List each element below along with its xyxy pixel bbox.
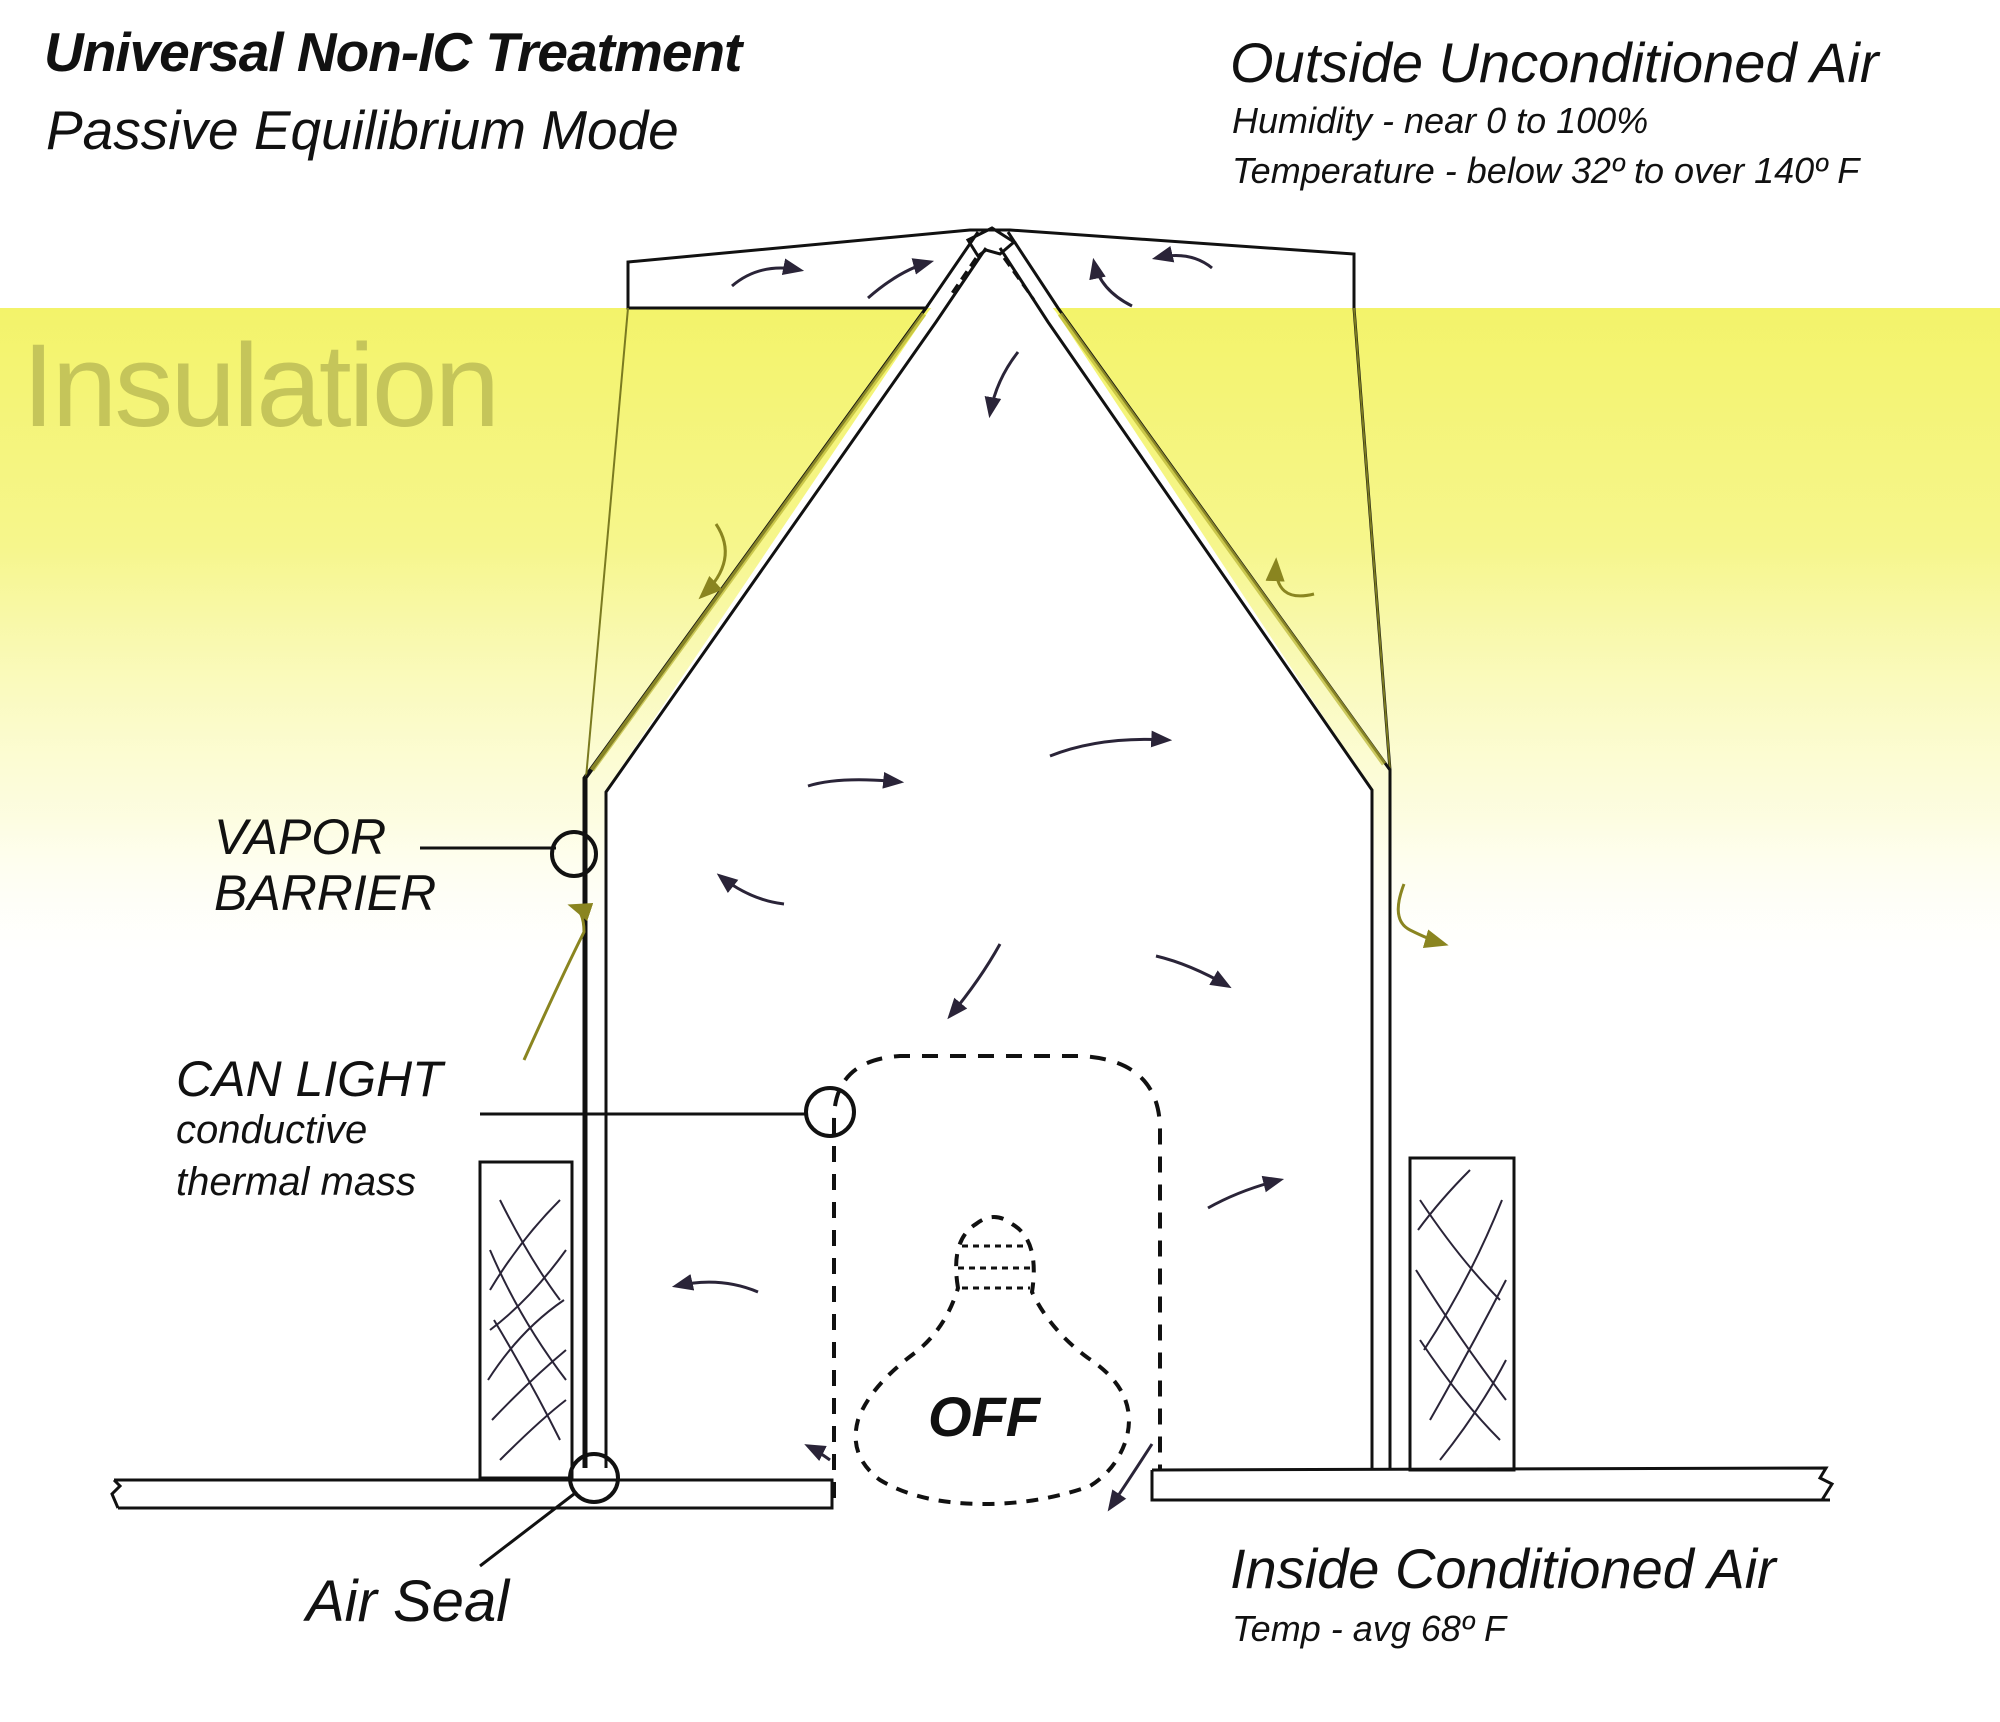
diagram-subtitle: Passive Equilibrium Mode — [46, 99, 679, 161]
vapor-barrier-label-line2: BARRIER — [214, 865, 437, 921]
insulation-label: Insulation — [22, 320, 500, 452]
airflow-arrow — [947, 943, 1002, 1020]
vapor-barrier-label: VAPOR — [214, 809, 387, 865]
ceiling-right — [1150, 1466, 1835, 1502]
airflow-arrow — [1207, 1175, 1285, 1210]
ceiling-left — [114, 1478, 834, 1510]
air-seal-leader — [479, 1492, 575, 1568]
vapor-barrier-marker — [550, 830, 598, 878]
airflow-arrow — [1151, 245, 1213, 270]
can-light-marker — [804, 1086, 856, 1138]
joist-right — [1408, 1156, 1516, 1472]
airflow-arrow — [804, 1444, 831, 1462]
airflow-arrow — [984, 351, 1020, 419]
airflow-arrow — [1107, 1443, 1154, 1512]
airflow-arrow — [867, 258, 935, 300]
airflow-arrow — [716, 873, 785, 906]
airflow-arrow — [731, 258, 805, 288]
airflow-arrow — [522, 902, 594, 1061]
inside-air-title: Inside Conditioned Air — [1230, 1537, 1776, 1600]
airflow-arrow — [671, 1274, 759, 1294]
air-seal-marker — [568, 1452, 620, 1504]
airflow-arrow — [1265, 557, 1315, 598]
airflow-arrow — [1396, 883, 1449, 948]
can-light-sublabel-line2: thermal mass — [176, 1160, 417, 1204]
outside-air-title: Outside Unconditioned Air — [1230, 31, 1879, 94]
joist-left — [478, 1160, 574, 1480]
inside-temperature: Temp - avg 68º F — [1232, 1608, 1506, 1649]
airflow-arrow — [698, 523, 727, 600]
can-light-label: CAN LIGHT — [176, 1051, 443, 1107]
outside-temperature: Temperature - below 32º to over 140º F — [1232, 150, 1860, 191]
airflow-arrow — [1089, 257, 1133, 308]
air-seal-label: Air Seal — [306, 1569, 510, 1634]
cavity-interior — [606, 236, 1372, 1468]
airflow-arrow — [1155, 954, 1232, 989]
airflow-arrow — [807, 771, 905, 789]
bulb-state-label: OFF — [928, 1385, 1040, 1448]
can-light-sublabel: conductive — [176, 1108, 368, 1152]
airflow-arrow — [1049, 730, 1173, 758]
outside-humidity: Humidity - near 0 to 100% — [1232, 100, 1649, 141]
diagram-title: Universal Non-IC Treatment — [44, 21, 742, 83]
